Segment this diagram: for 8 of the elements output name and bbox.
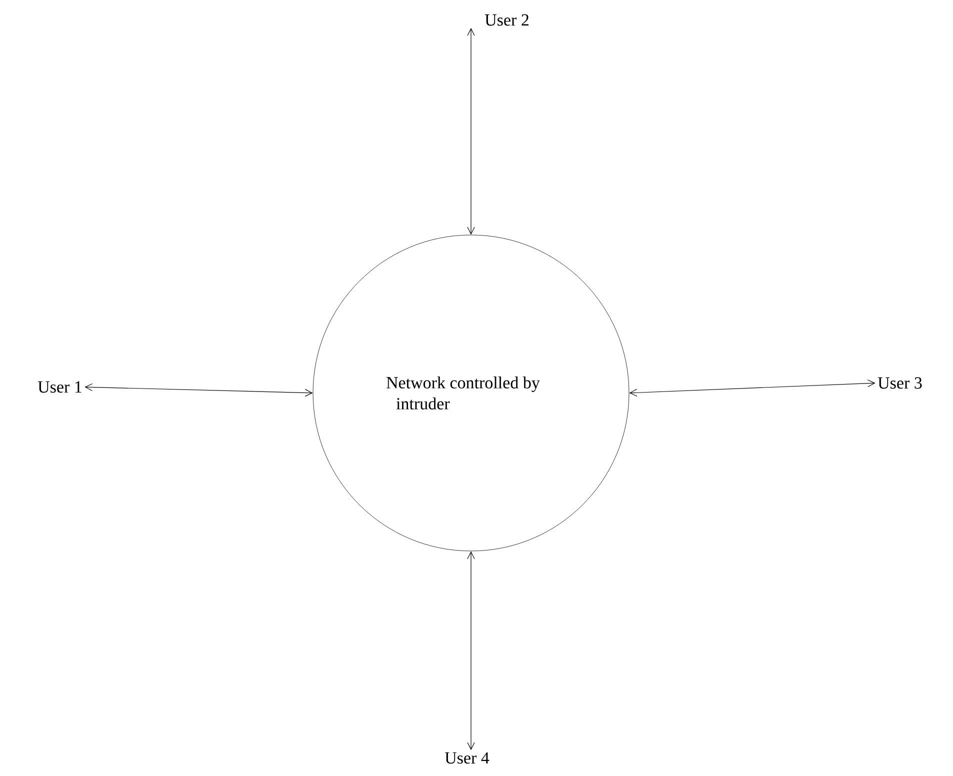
arrow xyxy=(467,28,475,235)
arrow xyxy=(84,383,313,397)
user-label: User 1 xyxy=(38,381,82,393)
arrow xyxy=(467,551,475,750)
user-label: User 3 xyxy=(878,377,922,389)
user-label: User 2 xyxy=(484,14,528,26)
user-label: User 4 xyxy=(444,752,490,764)
arrow xyxy=(629,380,876,396)
